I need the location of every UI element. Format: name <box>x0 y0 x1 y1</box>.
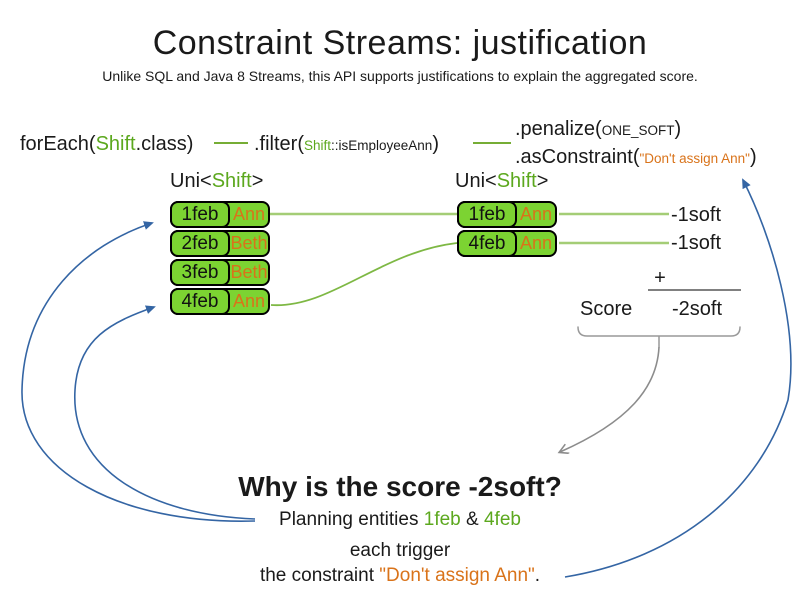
explanation-line1: Planning entities 1feb & 4feb <box>0 509 800 531</box>
explanation-line3-prefix: the constraint <box>259 565 380 586</box>
shift-date: 1feb <box>457 201 517 228</box>
code-penalize-arg: ONE_SOFT <box>601 123 675 138</box>
score-label: Score <box>580 298 633 320</box>
code-foreach-suffix: .class) <box>135 133 194 155</box>
right-stream-table: 1feb Ann 4feb Ann <box>457 201 557 259</box>
left-stream-table: 1feb Ann 2feb Beth 3feb Beth 4feb Ann <box>170 201 270 317</box>
code-filter-method: ::isEmployeeAnn <box>331 138 433 153</box>
shift-row-4feb: 4feb Ann <box>170 288 270 315</box>
left-type-param: Shift <box>211 170 252 192</box>
plus-sign: + <box>654 267 666 289</box>
penalty-2: -1soft <box>671 232 722 254</box>
explanation-line1-prefix: Planning entities <box>279 509 424 530</box>
subtitle: Unlike SQL and Java 8 Streams, this API … <box>102 68 698 84</box>
code-filter: .filter(Shift::isEmployeeAnn) <box>254 132 439 158</box>
explanation-line2: each trigger <box>349 540 451 561</box>
left-type-prefix: Uni< <box>170 170 212 192</box>
page-title: Constraint Streams: justification <box>152 24 648 62</box>
filtered-row-4feb: 4feb Ann <box>457 230 557 257</box>
explanation-line3: the constraint "Don't assign Ann". <box>0 565 800 587</box>
code-foreach: forEach(Shift.class) <box>20 132 193 156</box>
left-stream-type: Uni<Shift> <box>170 170 263 193</box>
score-brace <box>577 326 741 348</box>
code-penalize-fn: .penalize( <box>515 118 602 140</box>
shift-date: 4feb <box>457 230 517 257</box>
shift-employee: Ann <box>232 291 266 311</box>
shift-employee: Ann <box>519 233 553 253</box>
explanation-heading: Why is the score -2soft? <box>238 471 562 502</box>
entity-1feb: 1feb <box>423 509 461 530</box>
code-filter-class: Shift <box>304 138 332 153</box>
link-4feb-to-4feb <box>270 242 458 306</box>
code-asconstraint-arg: "Don't assign Ann" <box>639 151 750 166</box>
code-filter-fn: .filter( <box>254 133 304 155</box>
entity-4feb: 4feb <box>483 509 521 530</box>
code-asconstraint-close: ) <box>749 146 757 168</box>
code-asconstraint: .asConstraint("Don't assign Ann") <box>515 145 757 171</box>
arrow-to-1feb <box>21 221 256 522</box>
code-filter-close: ) <box>432 133 439 155</box>
shift-row-2feb: 2feb Beth <box>170 230 270 257</box>
right-type-prefix: Uni< <box>455 170 497 192</box>
arrow-to-constraint <box>564 178 792 578</box>
shift-employee: Ann <box>232 204 266 224</box>
explanation-line1-amp: & <box>460 509 484 530</box>
right-type-suffix: > <box>536 170 549 192</box>
code-penalize-close: ) <box>674 118 682 140</box>
filtered-row-1feb: 1feb Ann <box>457 201 557 228</box>
shift-date: 4feb <box>170 288 230 315</box>
shift-date: 3feb <box>170 259 230 286</box>
shift-row-1feb: 1feb Ann <box>170 201 270 228</box>
code-asconstraint-fn: .asConstraint( <box>515 146 640 168</box>
shift-row-3feb: 3feb Beth <box>170 259 270 286</box>
shift-employee: Beth <box>230 262 268 282</box>
score-total: -2soft <box>672 298 723 320</box>
shift-date: 2feb <box>170 230 230 257</box>
arrow-to-4feb <box>74 305 256 520</box>
penalty-1: -1soft <box>671 204 722 226</box>
arrow-score-to-explanation <box>560 346 660 452</box>
constraint-name: "Don't assign Ann" <box>379 565 535 586</box>
shift-date: 1feb <box>170 201 230 228</box>
shift-employee: Ann <box>519 204 553 224</box>
left-type-suffix: > <box>251 170 264 192</box>
right-type-param: Shift <box>496 170 537 192</box>
shift-employee: Beth <box>230 233 268 253</box>
code-foreach-fn: forEach( <box>20 133 96 155</box>
code-penalize: .penalize(ONE_SOFT) <box>515 117 681 143</box>
explanation-line3-suffix: . <box>534 565 541 586</box>
right-stream-type: Uni<Shift> <box>455 170 548 193</box>
code-foreach-class: Shift <box>95 133 136 155</box>
